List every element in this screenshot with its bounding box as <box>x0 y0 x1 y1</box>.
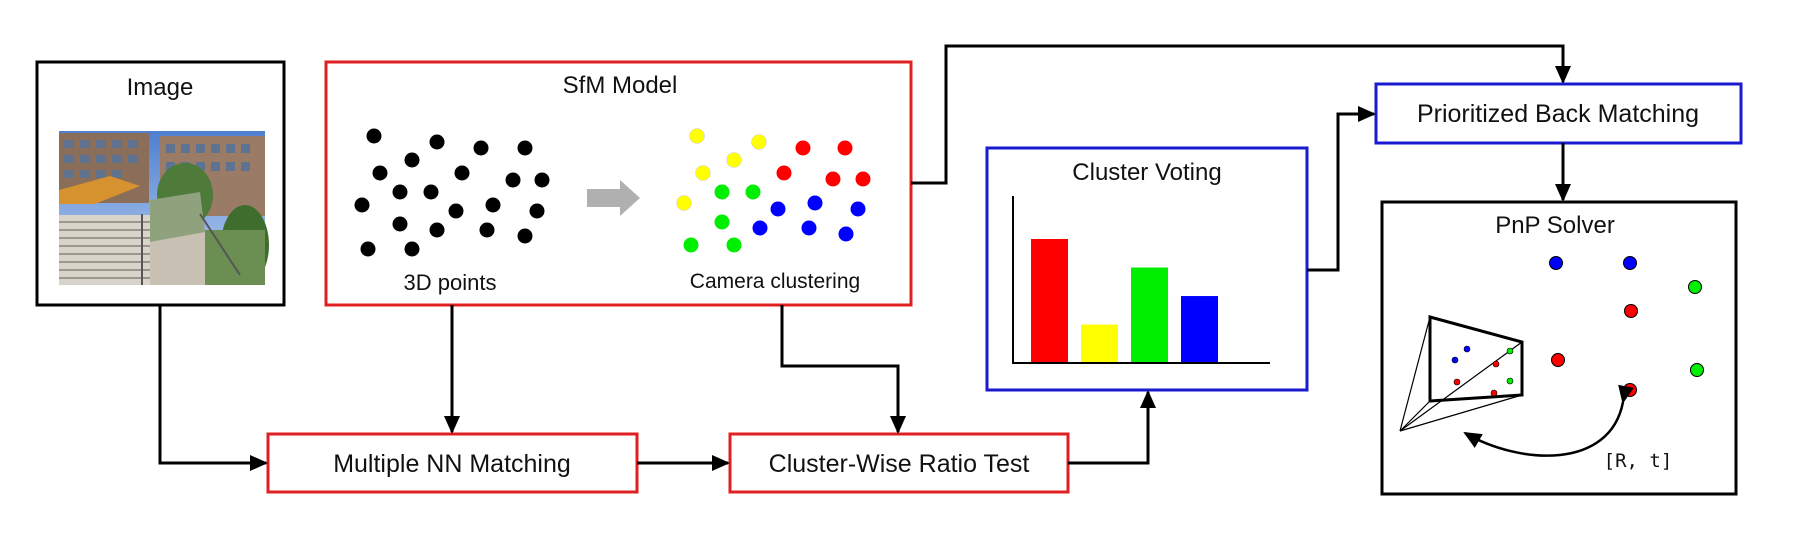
vote-bar-blue <box>1181 296 1218 363</box>
vote-bar-green <box>1131 267 1168 363</box>
back-matching-box: Prioritized Back Matching <box>1374 82 1743 145</box>
cluster-voting-chart <box>1031 239 1218 363</box>
sfm-model-title: SfM Model <box>563 72 678 99</box>
ratio-test-label: Cluster-Wise Ratio Test <box>769 450 1030 478</box>
vote-bar-yellow <box>1081 324 1118 363</box>
pose-arrow <box>1463 384 1634 457</box>
camera-clustering-label: Camera clustering <box>690 270 860 293</box>
clustered-camera-points <box>676 128 871 253</box>
transform-arrow-icon <box>587 180 640 216</box>
3d-points-label: 3D points <box>404 270 497 295</box>
multiple-nn-box: Multiple NN Matching <box>266 432 639 494</box>
building-photo <box>59 131 269 285</box>
pnp-solver-title: PnP Solver <box>1495 212 1615 239</box>
multiple-nn-label: Multiple NN Matching <box>333 450 571 478</box>
cluster-voting-title: Cluster Voting <box>1072 159 1221 186</box>
ratio-test-box: Cluster-Wise Ratio Test <box>728 432 1070 494</box>
pnp-3d-points <box>1549 256 1704 397</box>
black-3d-points <box>354 128 550 257</box>
cluster-voting-box: Cluster Voting <box>985 146 1309 392</box>
image-box: Image <box>35 60 286 307</box>
connectors <box>158 44 1571 471</box>
pose-label: [R, t] <box>1604 450 1673 472</box>
image-title: Image <box>127 74 194 101</box>
pnp-solver-box: PnP Solver [R, t] <box>1380 200 1738 496</box>
sfm-model-box: SfM Model 3D points Camera clust <box>324 60 913 307</box>
back-matching-label: Prioritized Back Matching <box>1417 100 1699 128</box>
vote-bar-red <box>1031 239 1068 363</box>
